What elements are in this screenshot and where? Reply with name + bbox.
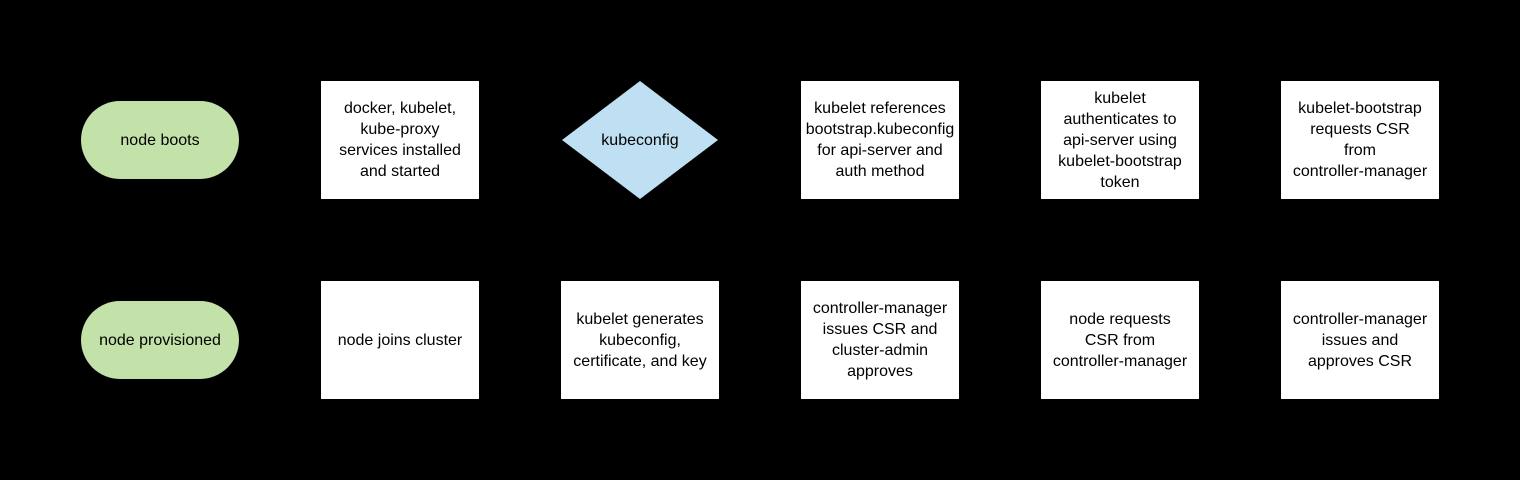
process-kubelet-bootstrap-requests-csr: kubelet-bootstrap requests CSR from cont… bbox=[1281, 81, 1439, 199]
node-label: node requests CSR from controller-manage… bbox=[1052, 310, 1188, 370]
node-label: node provisioned bbox=[99, 331, 221, 349]
process-kubelet-authenticates: kubelet authenticates to api-server usin… bbox=[1041, 81, 1199, 199]
node-label: kubeconfig bbox=[601, 131, 679, 149]
node-label: node boots bbox=[120, 131, 200, 149]
terminator-node-boots: node boots bbox=[81, 101, 239, 179]
process-services-installed: docker, kubelet, kube-proxy services ins… bbox=[321, 81, 479, 199]
node-label: kubelet authenticates to api-server usin… bbox=[1058, 89, 1182, 191]
process-kubelet-references-bootstrap-kubeconfig: kubelet references bootstrap.kubeconfig … bbox=[801, 81, 959, 199]
process-node-requests-csr: node requests CSR from controller-manage… bbox=[1041, 281, 1199, 399]
node-label: controller-manager issues and approves C… bbox=[1292, 310, 1428, 370]
process-node-joins-cluster: node joins cluster bbox=[321, 281, 479, 399]
node-label: kubelet-bootstrap requests CSR from cont… bbox=[1292, 100, 1428, 180]
process-controller-manager-issues-csr: controller-manager issues CSR and cluste… bbox=[801, 281, 959, 399]
process-controller-manager-approves-csr: controller-manager issues and approves C… bbox=[1281, 281, 1439, 399]
process-kubelet-generates-kubeconfig: kubelet generates kubeconfig, certificat… bbox=[561, 281, 719, 399]
terminator-node-provisioned: node provisioned bbox=[81, 301, 239, 379]
node-label: docker, kubelet, kube-proxy services ins… bbox=[339, 100, 461, 180]
node-label: node joins cluster bbox=[337, 331, 463, 349]
node-label: controller-manager issues CSR and cluste… bbox=[812, 300, 948, 380]
node-label: kubelet references bootstrap.kubeconfig … bbox=[805, 100, 955, 180]
node-label: kubelet generates kubeconfig, certificat… bbox=[573, 310, 707, 370]
decision-kubeconfig: kubeconfig bbox=[562, 81, 718, 199]
